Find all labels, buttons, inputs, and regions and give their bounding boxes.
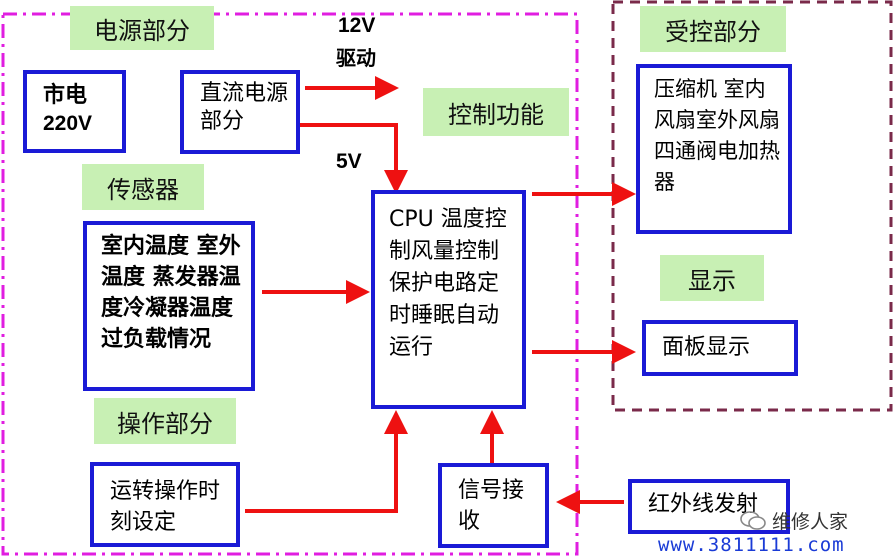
signal-rx-box: 信号接收 [438,463,549,548]
controlled-section-frame [611,0,893,412]
control-section-frame [1,12,579,556]
label-sensor: 传感器 [82,164,204,210]
cpu-box: CPU 温度控制风量控制保护电路定时睡眠自动运行 [371,190,526,409]
mains-line2: 220V [43,112,93,135]
cpu-text: CPU 温度控制风量控制保护电路定时睡眠自动运行 [389,207,507,360]
loads-box: 压缩机 室内风扇室外风扇四通阀电加热器 [636,64,792,234]
voltage-12v-label: 12V [338,14,376,37]
run-op-text: 运转操作时刻设定 [110,479,221,535]
run-op-box: 运转操作时刻设定 [90,462,240,547]
arrow-op-cpu [245,410,408,513]
label-power: 电源部分 [70,6,214,50]
label-controlled: 受控部分 [640,6,786,52]
dc-power-text: 直流电源部分 [200,81,289,134]
sensors-text: 室内温度 室外温度 蒸发器温度冷凝器温度过负载情况 [101,234,241,352]
ir-tx-text: 红外线发射 [648,492,759,517]
label-display: 显示 [660,255,764,301]
drive-label: 驱动 [336,46,376,70]
panel-display-box: 面板显示 [642,320,798,376]
wechat-icon [740,510,766,530]
signal-rx-text: 信号接收 [458,478,525,534]
dc-power-box: 直流电源部分 [180,70,300,154]
watermark-name: 维修人家 [772,511,849,533]
sensors-box: 室内温度 室外温度 蒸发器温度冷凝器温度过负载情况 [83,221,255,391]
voltage-5v-label: 5V [336,150,362,173]
mains-box: 市电 220V [23,70,126,153]
panel-display-text: 面板显示 [662,335,751,360]
label-operation: 操作部分 [94,398,236,444]
watermark-logo: 维修人家 [740,507,848,534]
label-control-function: 控制功能 [423,88,569,136]
loads-text: 压缩机 室内风扇室外风扇四通阀电加热器 [654,77,780,194]
mains-line1: 市电 [43,83,88,108]
watermark-url: www.3811111.com [658,534,845,556]
arrow-5v [300,123,408,194]
